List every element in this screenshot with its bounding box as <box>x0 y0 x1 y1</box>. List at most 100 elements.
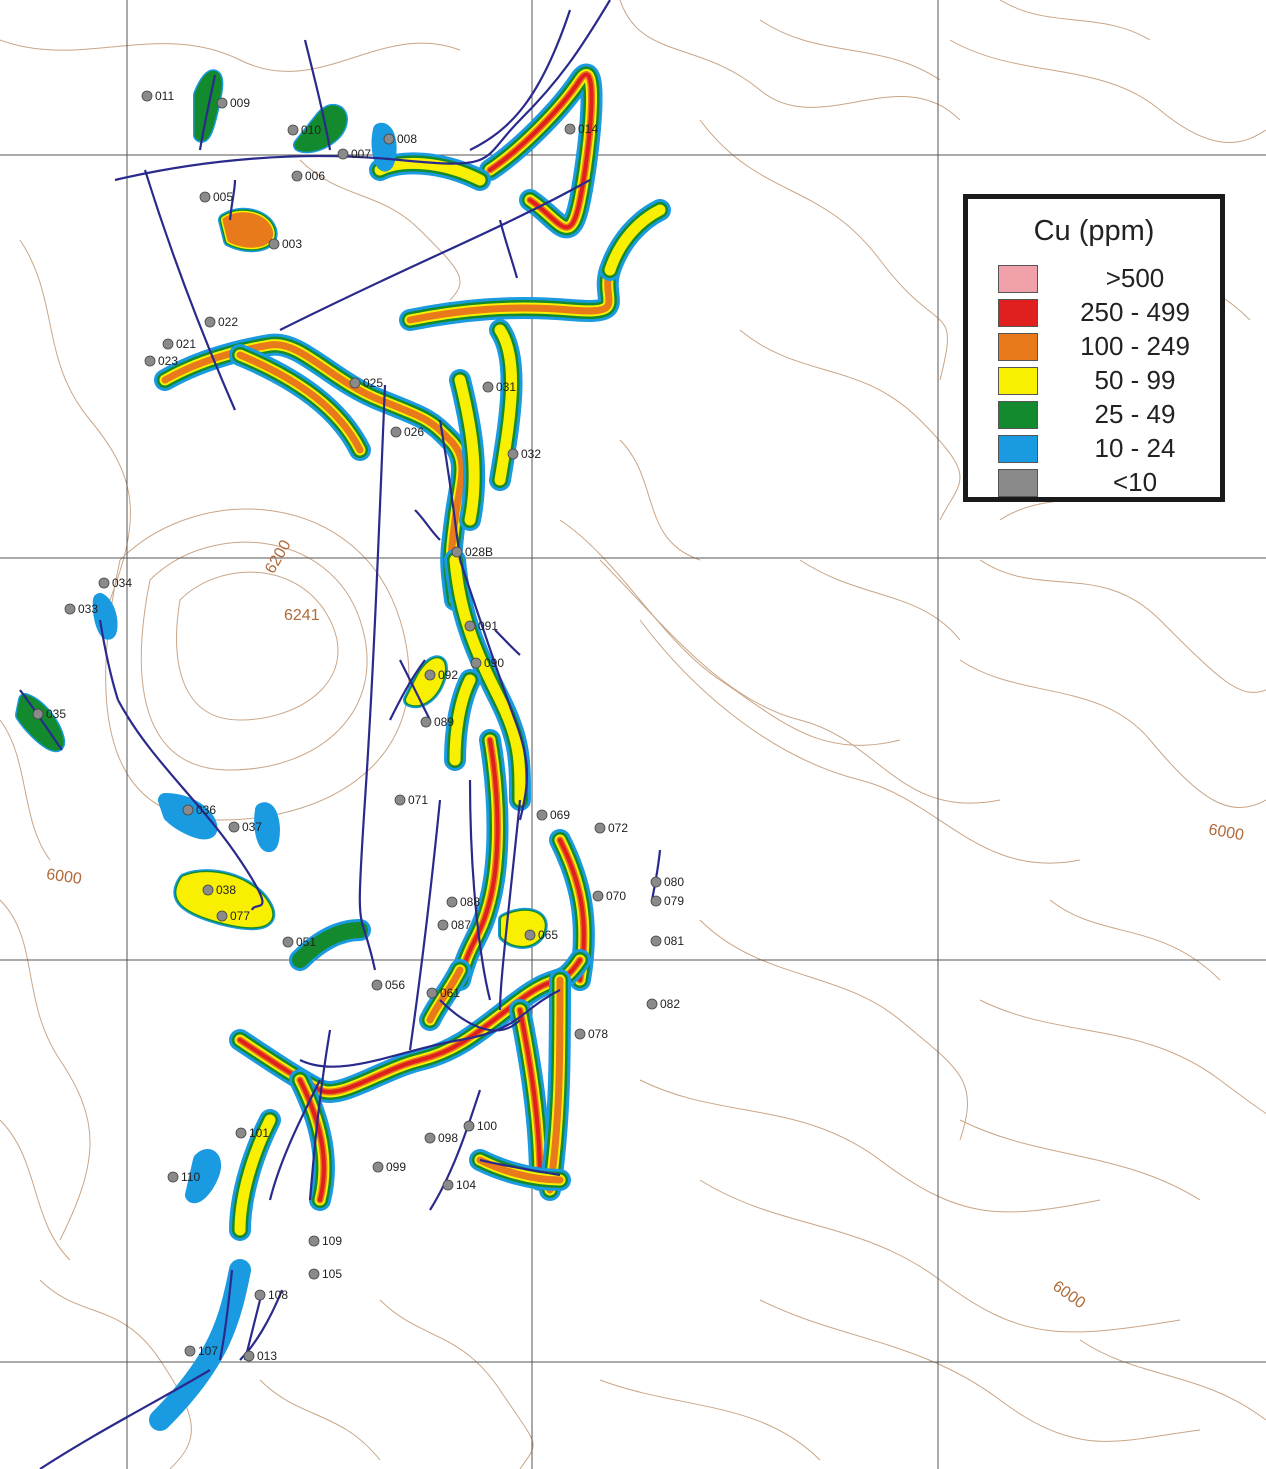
fault-line <box>114 0 611 182</box>
sample-label: 051 <box>296 935 316 949</box>
sample-label: 098 <box>438 1131 458 1145</box>
sample-point <box>32 708 44 720</box>
sample-label: 110 <box>181 1170 200 1184</box>
contour-line <box>639 619 1081 864</box>
sample-point <box>268 238 280 250</box>
contour-line <box>19 239 131 601</box>
contour-line <box>0 899 91 1241</box>
sample-point <box>184 1345 196 1357</box>
sample-point <box>564 123 576 135</box>
sample-point <box>202 884 214 896</box>
sample-label: 010 <box>301 123 321 137</box>
sample-point <box>167 1171 179 1183</box>
fault-line <box>268 1079 321 1201</box>
fault-line <box>98 619 120 701</box>
contour-line <box>599 1379 821 1461</box>
sample-label: 071 <box>408 793 428 807</box>
sample-point <box>574 1028 586 1040</box>
legend-entry: 10 - 24 <box>998 433 1218 465</box>
fault-line <box>228 179 237 221</box>
sample-label: 011 <box>155 89 174 103</box>
sample-label: 065 <box>538 928 558 942</box>
sample-point <box>308 1235 320 1247</box>
sample-point <box>308 1268 320 1280</box>
contour-line <box>379 1299 534 1469</box>
contour-line <box>739 329 961 521</box>
sample-point <box>426 987 438 999</box>
legend-label: 10 - 24 <box>1094 433 1176 463</box>
legend-entry: >500 <box>998 263 1218 295</box>
contour-line <box>299 159 461 301</box>
elevation-label: 6000 <box>45 866 83 888</box>
sample-point <box>592 890 604 902</box>
sample-point <box>463 1120 475 1132</box>
fault-line <box>458 559 529 821</box>
elevation-label: 6000 <box>1207 821 1245 844</box>
sample-label: 082 <box>660 997 680 1011</box>
sample-point <box>594 822 606 834</box>
fault-line <box>439 999 521 1032</box>
sample-point <box>182 804 194 816</box>
legend-label: 25 - 49 <box>1094 399 1176 429</box>
elevation-label: 6000 <box>1049 1278 1088 1312</box>
sample-point <box>141 90 153 102</box>
contour-line <box>639 1079 1101 1213</box>
legend-swatch <box>998 265 1038 293</box>
anomaly-band <box>298 1078 326 1202</box>
fault-line <box>414 509 441 541</box>
sample-label: 104 <box>456 1178 476 1192</box>
sample-label: 037 <box>242 820 262 834</box>
anomaly-area <box>92 593 118 640</box>
contour-line <box>559 519 901 746</box>
sample-point <box>394 794 406 806</box>
sample-label: 069 <box>550 808 570 822</box>
anomaly-area <box>158 793 218 840</box>
sample-label: 100 <box>477 1119 497 1133</box>
contour-line <box>39 1279 192 1469</box>
fault-line <box>308 1029 332 1201</box>
sample-point <box>420 716 432 728</box>
contour-line <box>959 1119 1201 1201</box>
sample-point <box>646 998 658 1010</box>
sample-point <box>442 1179 454 1191</box>
sample-label: 072 <box>608 821 628 835</box>
sample-label: 079 <box>664 894 684 908</box>
sample-label: 056 <box>385 978 405 992</box>
sample-label: 033 <box>78 602 98 616</box>
legend-swatch <box>998 299 1038 327</box>
sample-point <box>536 809 548 821</box>
anomaly-area <box>222 212 274 248</box>
legend-swatch <box>998 367 1038 395</box>
contour-line <box>140 541 368 771</box>
sample-point <box>424 669 436 681</box>
sample-point <box>162 338 174 350</box>
sample-label: 087 <box>451 918 471 932</box>
sample-label: 081 <box>664 934 684 948</box>
anomaly-area <box>185 1149 222 1204</box>
sample-label: 007 <box>351 147 371 161</box>
sample-point <box>337 148 349 160</box>
fault-line <box>408 799 442 1051</box>
sample-point <box>383 133 395 145</box>
fault-line <box>39 1369 211 1469</box>
fault-lines <box>19 0 662 1469</box>
contour-line <box>259 1379 381 1461</box>
legend-label: 50 - 99 <box>1094 365 1176 395</box>
legend-entry: 50 - 99 <box>998 365 1218 397</box>
sample-label: 077 <box>230 909 250 923</box>
sample-label: 036 <box>196 803 216 817</box>
contour-line <box>759 19 941 81</box>
sample-label: 013 <box>257 1349 277 1363</box>
contour-line <box>959 659 1266 808</box>
sample-point <box>650 876 662 888</box>
sample-point <box>446 896 458 908</box>
fault-line <box>498 219 519 279</box>
sample-point <box>650 895 662 907</box>
sample-point <box>451 546 463 558</box>
sample-label: 108 <box>268 1288 288 1302</box>
copper-anomaly-zones <box>15 63 671 1431</box>
sample-point <box>216 910 228 922</box>
contour-line <box>105 508 410 821</box>
